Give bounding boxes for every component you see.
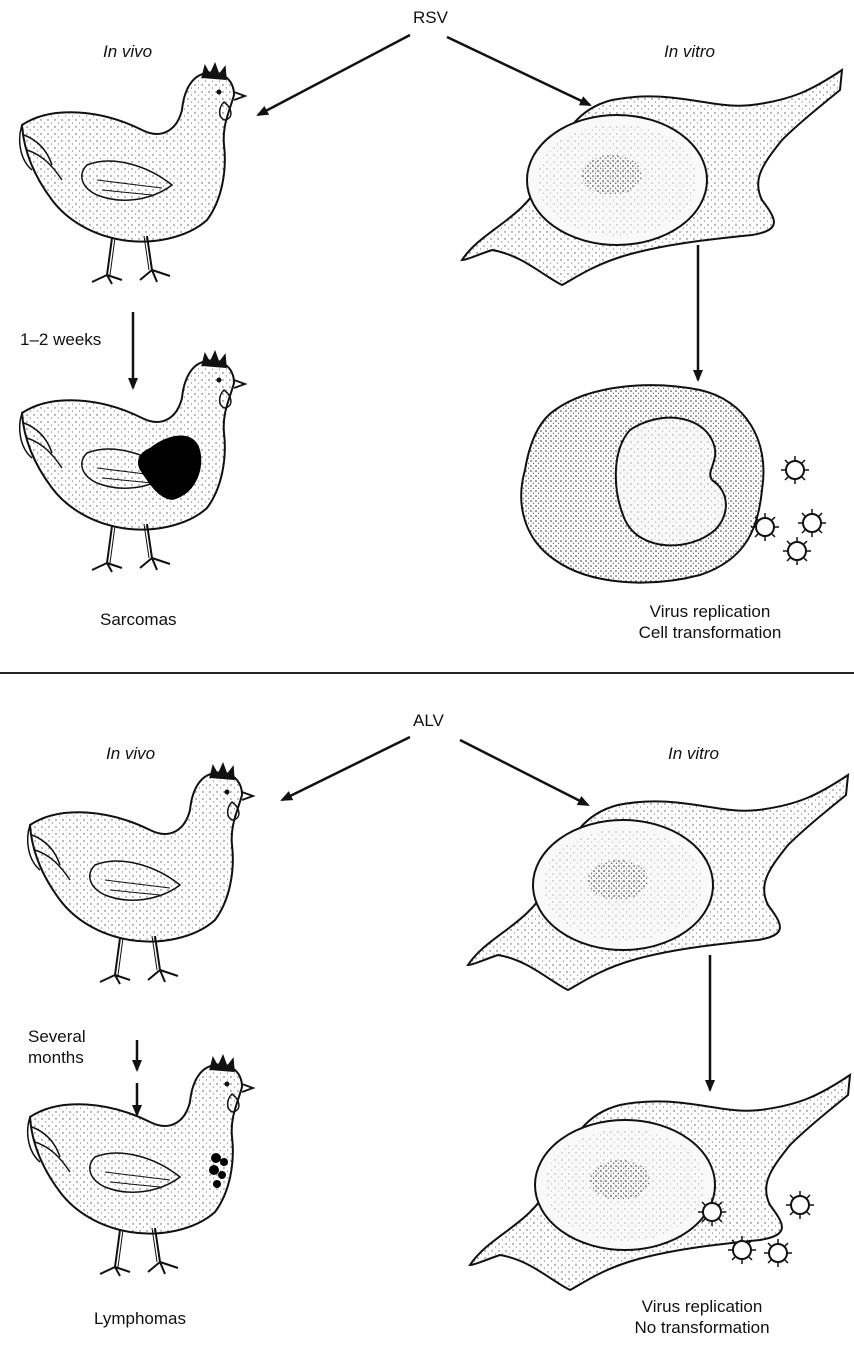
virus-particle [783, 537, 811, 565]
hen-healthy-top [20, 64, 245, 284]
cell-infected-untransformed [470, 1075, 850, 1290]
label-incubation-bottom-1: Several [28, 1027, 86, 1047]
arrow-alv-to-invitro [460, 740, 588, 805]
virus-particle [781, 456, 809, 484]
hen-with-lymphomas [28, 1056, 253, 1276]
cell-transformed [521, 385, 763, 582]
label-incubation-bottom-2: months [28, 1048, 84, 1068]
arrow-rsv-to-invitro [447, 37, 590, 105]
virus-label-alv: ALV [413, 711, 444, 731]
virus-particle [798, 509, 826, 537]
label-outcome-vitro-top-1: Virus replication [610, 602, 810, 622]
cell-normal-top [462, 70, 842, 285]
virus-particle [751, 513, 779, 541]
label-outcome-vitro-bottom-2: No transformation [602, 1318, 802, 1338]
label-sarcomas: Sarcomas [100, 610, 177, 630]
virus-label-rsv: RSV [413, 8, 448, 28]
label-in-vivo-bottom: In vivo [106, 744, 155, 764]
cell-normal-bottom [468, 775, 848, 990]
label-lymphomas: Lymphomas [94, 1309, 186, 1329]
label-in-vitro-top: In vitro [664, 42, 715, 62]
label-outcome-vitro-bottom-1: Virus replication [602, 1297, 802, 1317]
virus-particle [728, 1236, 756, 1264]
label-outcome-vitro-top-2: Cell transformation [610, 623, 810, 643]
label-in-vivo-top: In vivo [103, 42, 152, 62]
label-incubation-top: 1–2 weeks [20, 330, 101, 350]
virus-particle [698, 1198, 726, 1226]
label-in-vitro-bottom: In vitro [668, 744, 719, 764]
panel-divider [0, 672, 854, 674]
hen-healthy-bottom [28, 764, 253, 984]
virus-particle [764, 1239, 792, 1267]
arrow-alv-to-invivo [282, 737, 410, 800]
arrow-rsv-to-invivo [258, 35, 410, 115]
virus-particle [786, 1191, 814, 1219]
